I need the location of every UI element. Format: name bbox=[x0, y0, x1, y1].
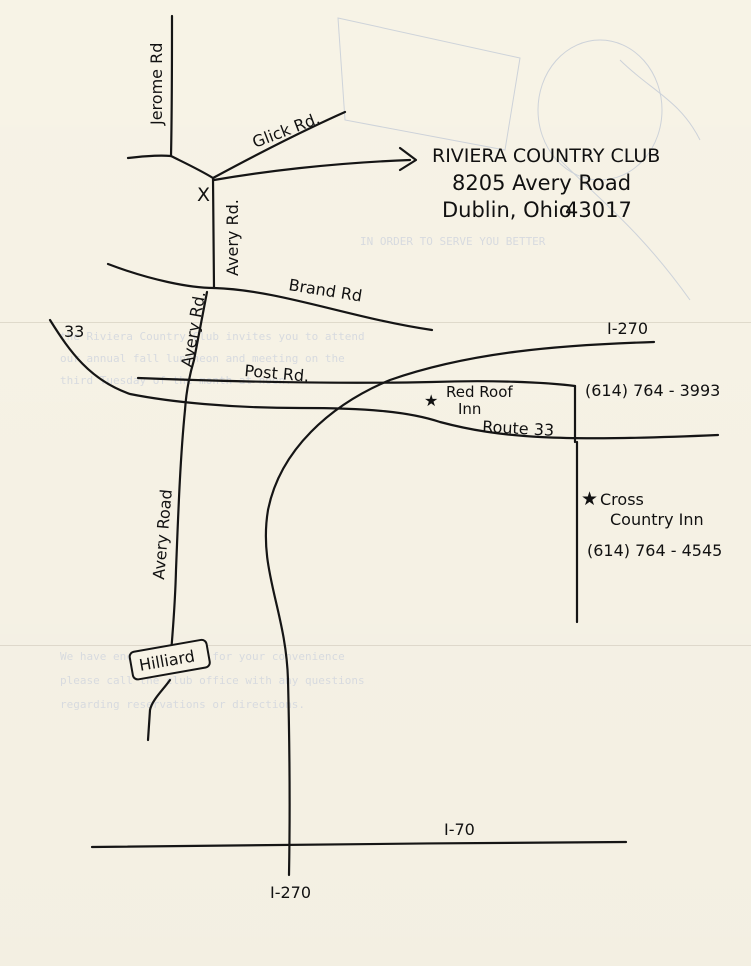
svg-text:please call the club office wi: please call the club office with any que… bbox=[60, 674, 365, 687]
glick-road-label: Glick Rd. bbox=[250, 109, 323, 152]
i-70-label: I-70 bbox=[444, 820, 475, 839]
hilliard-road bbox=[146, 678, 172, 742]
club-arrow-head bbox=[398, 146, 418, 172]
club-name: RIVIERA COUNTRY CLUB bbox=[432, 145, 660, 167]
cross-country-inn-phone: (614) 764 - 4545 bbox=[587, 541, 722, 560]
svg-text:regarding reservations or dire: regarding reservations or directions. bbox=[60, 698, 305, 711]
jerome-road-label: Jerome Rd bbox=[147, 43, 166, 126]
i-270-highway bbox=[264, 340, 656, 877]
paper-fold bbox=[0, 645, 751, 646]
svg-text:the Riviera Country Club invit: the Riviera Country Club invites you to … bbox=[60, 330, 365, 343]
cross-country-inn-name-2: Country Inn bbox=[610, 510, 704, 529]
jerome-road-west-spur bbox=[126, 154, 173, 160]
avery-road-north-label: Avery Rd. bbox=[223, 199, 242, 276]
route-33-marker: 33 bbox=[64, 322, 84, 341]
red-roof-star-icon: ★ bbox=[424, 391, 438, 410]
cross-country-star-icon: ★ bbox=[581, 488, 598, 510]
jerome-road bbox=[169, 14, 174, 158]
glick-road bbox=[211, 110, 347, 180]
route-33-label: Route 33 bbox=[482, 417, 555, 440]
hilliard-box bbox=[128, 638, 211, 681]
svg-text:third Tuesday of the month at: third Tuesday of the month at noon. bbox=[60, 374, 292, 387]
destination-x-marker: X bbox=[197, 184, 210, 206]
club-street: 8205 Avery Road bbox=[452, 171, 631, 195]
avery-road-middle bbox=[183, 290, 209, 412]
cross-country-inn-name: Cross bbox=[600, 490, 644, 509]
jerome-avery-connector bbox=[169, 154, 215, 180]
i-270-bottom-label: I-270 bbox=[270, 883, 311, 902]
red-roof-inn-name-2: Inn bbox=[458, 400, 481, 418]
svg-text:IN ORDER TO SERVE YOU BETTER: IN ORDER TO SERVE YOU BETTER bbox=[360, 235, 546, 248]
route-33 bbox=[48, 318, 720, 440]
red-roof-inn-name: Red Roof bbox=[446, 383, 513, 401]
svg-text:our annual fall luncheon and m: our annual fall luncheon and meeting on … bbox=[60, 352, 345, 365]
i-270-top-label: I-270 bbox=[607, 319, 648, 338]
club-arrow bbox=[212, 158, 412, 182]
avery-road-north bbox=[211, 176, 216, 290]
post-road bbox=[136, 376, 577, 388]
club-city: Dublin, Ohio bbox=[442, 198, 572, 222]
avery-road-south-label: Avery Road bbox=[149, 488, 176, 580]
hilliard-sign: Hilliard bbox=[128, 638, 211, 681]
brand-road bbox=[106, 262, 434, 332]
avery-road-south bbox=[168, 408, 187, 667]
paper-fold bbox=[0, 322, 751, 323]
club-zip: 43017 bbox=[565, 198, 632, 222]
i-70-highway bbox=[90, 840, 628, 849]
red-roof-inn-phone: (614) 764 - 3993 bbox=[585, 381, 720, 400]
